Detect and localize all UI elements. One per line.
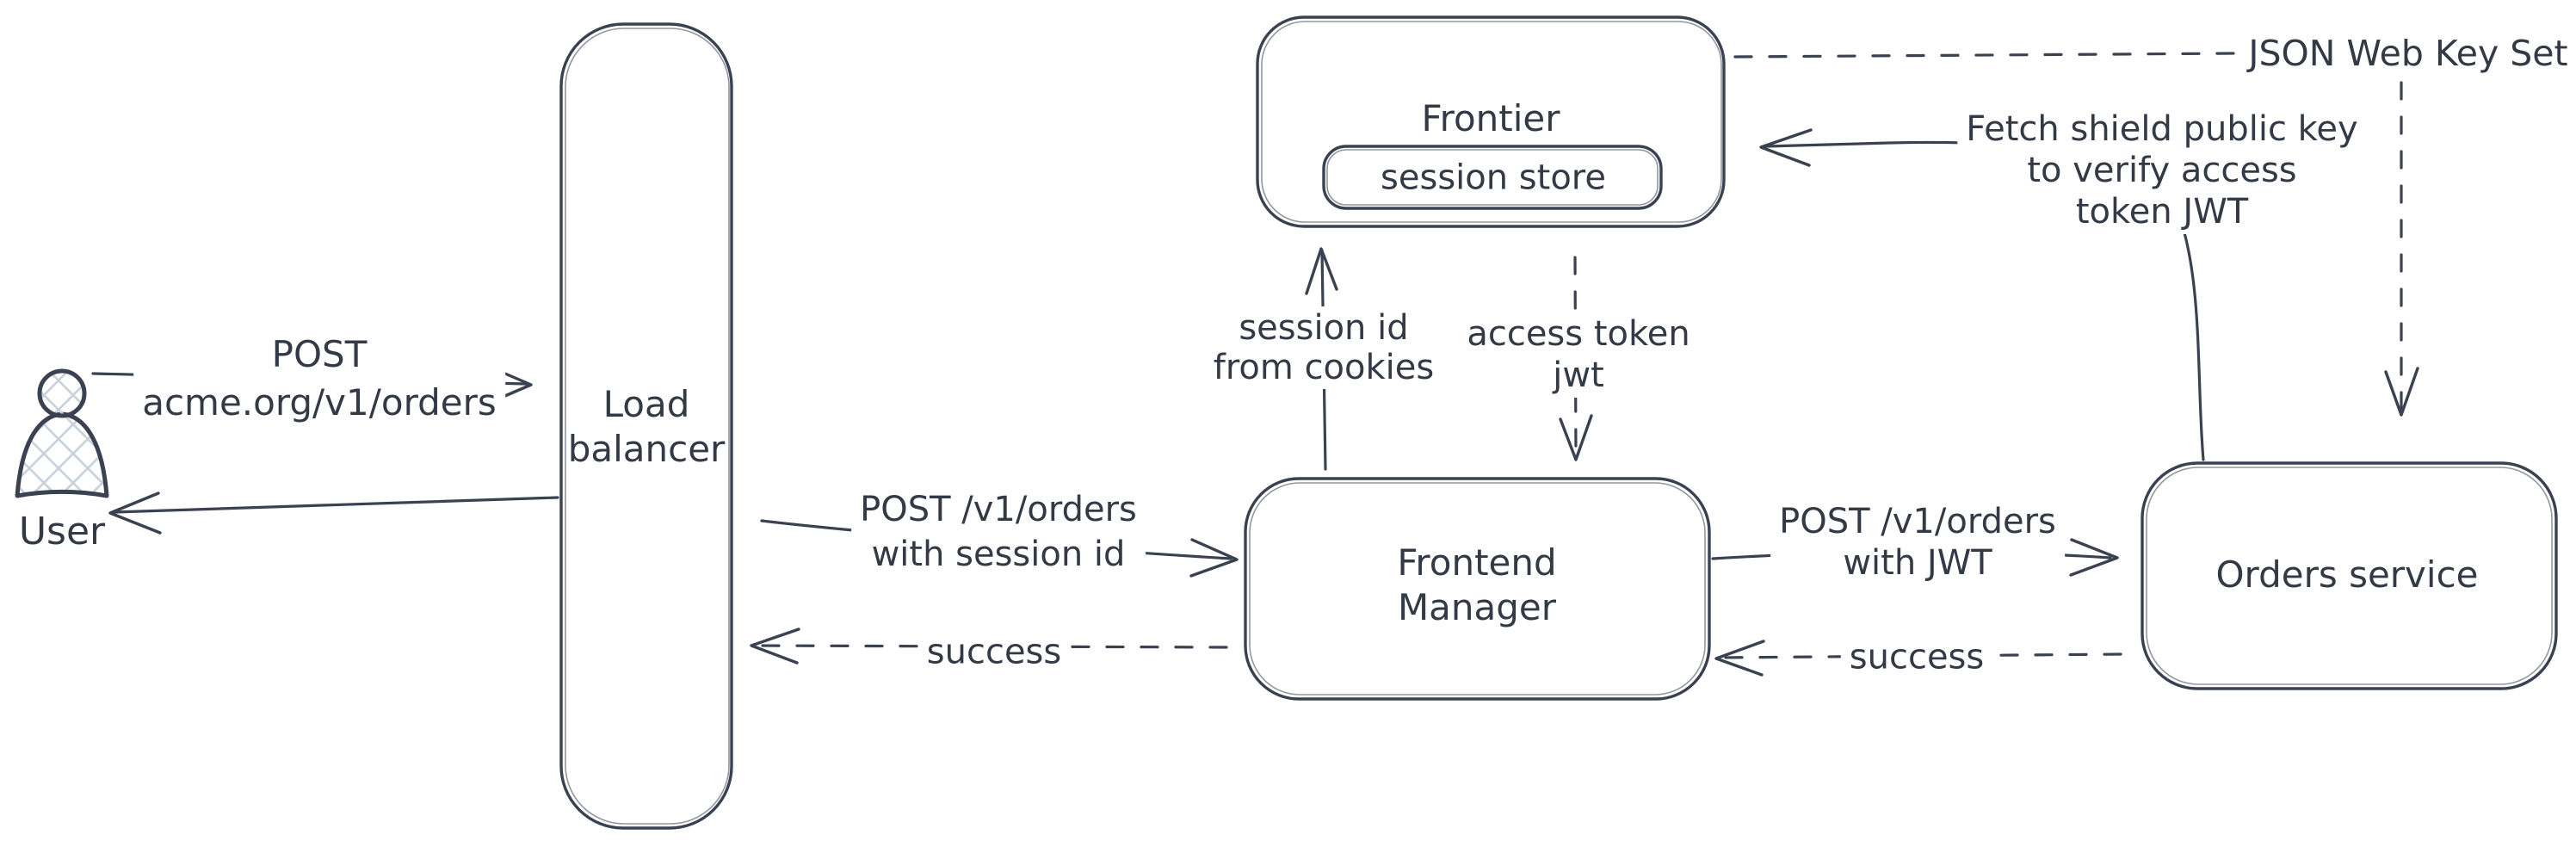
session-store-box[interactable] <box>1322 145 1663 210</box>
frontend-manager-box[interactable] <box>1244 477 1711 701</box>
frontend-manager-label-line1: Frontend <box>1397 541 1557 584</box>
edge-label-fm-to-frontier-line1: session id <box>1239 308 1409 348</box>
frontend-manager-label: Frontend Manager <box>1397 541 1556 630</box>
edge-label-fm-to-orders-line2: with JWT <box>1843 543 1992 583</box>
frontend-manager-label-line2: Manager <box>1397 586 1557 628</box>
edge-label-user-to-lb-line1: POST <box>271 333 368 375</box>
edge-label-orders-to-frontier: Fetch shield public key to verify access… <box>1957 107 2367 234</box>
edge-label-fm-to-orders: POST /v1/orders with JWT <box>1770 499 2065 585</box>
session-store-label: session store <box>1381 158 1606 198</box>
edge-label-user-to-lb: POST acme.org/v1/orders <box>133 329 505 429</box>
load-balancer-box[interactable] <box>559 22 733 830</box>
load-balancer-label: Load balancer <box>568 382 726 472</box>
edge-label-orders-to-frontier-line2: to verify access <box>2027 151 2297 190</box>
edge-label-fm-to-frontier: session id from cookies <box>1204 306 1443 389</box>
arrow-load-balancer-to-user[interactable] <box>108 492 559 535</box>
edge-label-frontier-to-fm: access token jwt <box>1458 312 1699 398</box>
edge-label-lb-to-fm-line1: POST /v1/orders <box>860 490 1137 529</box>
load-balancer-label-line2: balancer <box>567 428 726 470</box>
edge-label-user-to-lb-line2: acme.org/v1/orders <box>142 381 497 424</box>
edge-label-lb-to-fm: POST /v1/orders with session id <box>851 485 1146 578</box>
edge-label-frontier-to-fm-line1: access token <box>1467 314 1690 354</box>
arrow-frontier-to-frontend-manager[interactable] <box>1559 256 1593 461</box>
orders-service-label: Orders service <box>2215 553 2479 597</box>
edge-label-lb-to-fm-line2: with session id <box>871 535 1126 574</box>
load-balancer-label-line1: Load <box>602 383 690 425</box>
edge-label-fm-to-lb-success: success <box>917 630 1071 675</box>
line-frontier-to-jwks[interactable] <box>1733 52 2238 59</box>
arrow-jwks-to-orders-service[interactable] <box>2384 81 2419 417</box>
edge-label-orders-to-frontier-line3: token JWT <box>2075 192 2249 232</box>
edge-label-orders-to-frontier-line1: Fetch shield public key <box>1966 109 2358 149</box>
arrow-frontend-manager-to-load-balancer-success[interactable] <box>750 628 1228 665</box>
orders-service-box[interactable] <box>2140 461 2558 690</box>
edge-label-fm-to-frontier-line2: from cookies <box>1213 348 1435 387</box>
jwks-label: JSON Web Key Set <box>2248 32 2568 74</box>
user-label: User <box>18 510 106 554</box>
edge-label-orders-to-fm-success: success <box>1840 635 1993 680</box>
user-icon[interactable] <box>15 368 109 498</box>
arrow-orders-service-to-frontend-manager-success[interactable] <box>1714 640 2122 677</box>
edge-label-fm-to-orders-line1: POST /v1/orders <box>1779 502 2056 541</box>
frontier-label: Frontier <box>1421 97 1560 140</box>
edge-label-frontier-to-fm-line2: jwt <box>1553 355 1604 395</box>
